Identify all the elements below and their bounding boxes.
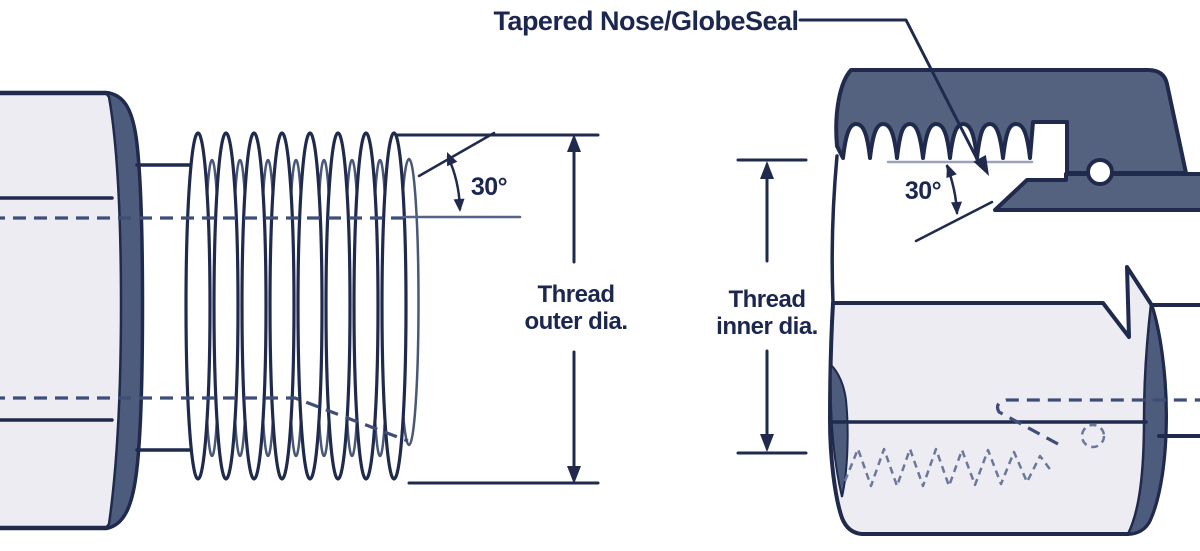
seal-angle-line [914, 200, 994, 243]
nut-chamfer-left [829, 362, 849, 498]
outer-dia-label-line2: outer dia. [524, 308, 627, 335]
thread-crest [240, 131, 268, 481]
seal-arc-arrow-down [951, 201, 962, 215]
female-fitting [828, 68, 1200, 536]
inner-dia-label-line2: inner dia. [716, 313, 818, 340]
inner-dia-label-line1: Thread [728, 286, 805, 313]
nut-shell-section [834, 68, 1188, 175]
outer-dia-label-line1: Thread [537, 281, 614, 308]
male-fitting-annotations: 30° Thread outer dia. [395, 131, 628, 485]
center-line-lower [0, 396, 409, 443]
thread-crest [184, 131, 212, 481]
nut-left-silhouette [830, 154, 839, 305]
oring-seal [1086, 158, 1114, 186]
hex-chamfer [103, 91, 144, 530]
tapered-nose-bar [993, 172, 1200, 212]
outer-dia-arrow-down [567, 466, 581, 484]
angle-arc-arrow-down [453, 198, 465, 212]
hidden-tube-line [995, 398, 1200, 446]
thread-crest [380, 131, 408, 481]
thread-crest [268, 131, 296, 481]
hidden-thread-zigzag [843, 447, 1053, 488]
title-leader-arrowhead [973, 155, 989, 176]
flank-angle-line [417, 131, 496, 178]
nut-chamfer-right [1125, 303, 1168, 536]
seal-arc-arrow-up [946, 164, 957, 179]
inner-dia-arrow-up [760, 161, 774, 179]
title-label: Tapered Nose/GlobeSeal [493, 6, 798, 36]
thread-crest [212, 131, 240, 481]
inner-dia-arrow-down [760, 434, 774, 452]
angle-arc-arrow-up [447, 152, 458, 167]
thread-crest [296, 131, 324, 481]
male-fitting [0, 90, 420, 531]
female-fitting-annotations: Tapered Nose/GlobeSeal 30° Thread inner … [493, 6, 994, 455]
thread-crest [324, 131, 352, 481]
angle-label-right: 30° [905, 177, 941, 205]
angle-label-left: 30° [471, 173, 507, 201]
title-leader-line [798, 18, 979, 161]
outer-dia-arrow-up [567, 134, 581, 152]
hidden-nose-tip-circle [1080, 423, 1106, 449]
